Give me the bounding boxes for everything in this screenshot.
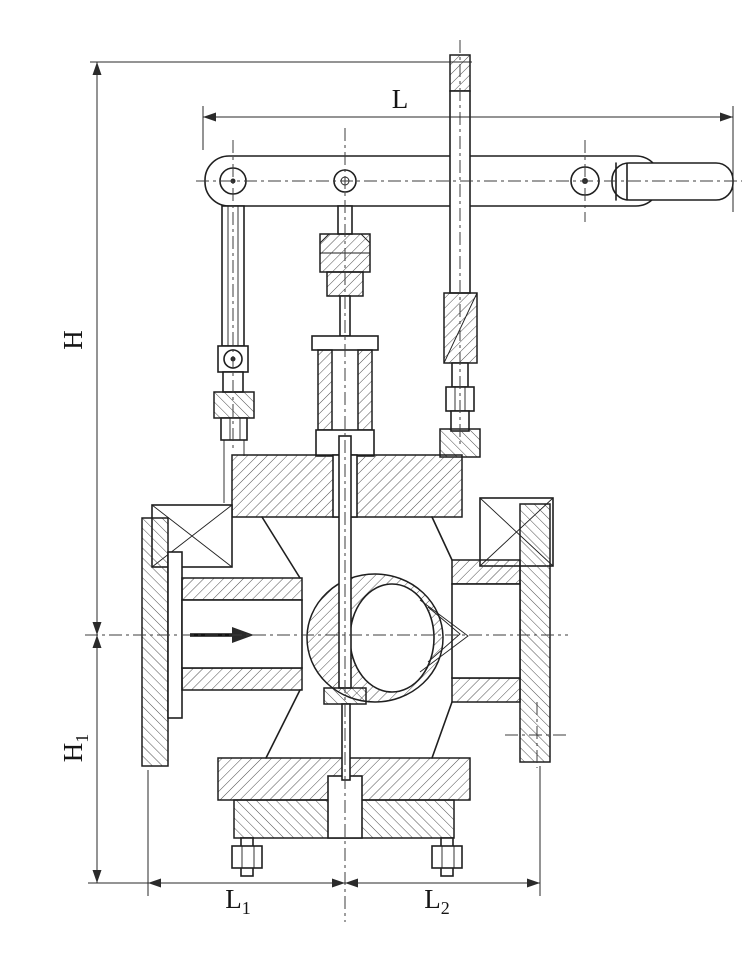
link-nut-facets <box>229 418 241 440</box>
stem-lower-tip <box>341 703 351 781</box>
bonnet-flange <box>151 454 554 568</box>
link-bracket-nut <box>220 417 248 441</box>
bottom-bolt-left <box>231 837 263 877</box>
body-shoulders <box>261 516 453 759</box>
outlet-port <box>451 503 551 763</box>
dimension-L <box>202 106 734 212</box>
link-bracket-connectors <box>223 440 245 503</box>
link-rod-shaft-lines <box>227 206 239 346</box>
inlet-pipe-wall-top <box>181 577 303 601</box>
inlet-port <box>141 517 303 767</box>
centerlines <box>85 40 742 922</box>
bottom-assembly <box>217 703 471 877</box>
seat-cone-outer <box>419 599 469 673</box>
inlet-flange <box>141 517 169 767</box>
dim-label-H: H <box>58 330 88 350</box>
dimension-H <box>88 61 472 884</box>
outlet-pipe-wall-top <box>451 559 521 585</box>
body-globe-cavity <box>349 583 435 693</box>
dim-label-L1: L1 <box>225 884 251 918</box>
outlet-pipe-wall-bottom <box>451 677 521 703</box>
outlet-bore <box>451 583 521 679</box>
stuffing-box-right <box>357 349 373 431</box>
dim-label-L2: L2 <box>424 884 450 918</box>
bottom-bolt-right <box>431 837 463 877</box>
inlet-pipe-wall-bottom <box>181 667 303 691</box>
pull-rod-nut-facets <box>454 387 466 411</box>
outlet-flange <box>519 503 551 763</box>
centerline-outlet-bolt <box>505 702 568 768</box>
stuffing-box-left <box>317 349 333 431</box>
dimension-L1-L2 <box>147 766 541 896</box>
link-bracket <box>213 391 255 419</box>
dim-label-H1: H1 <box>58 734 92 763</box>
seat-cone-inner <box>427 606 461 663</box>
dim-label-L: L <box>392 84 409 114</box>
